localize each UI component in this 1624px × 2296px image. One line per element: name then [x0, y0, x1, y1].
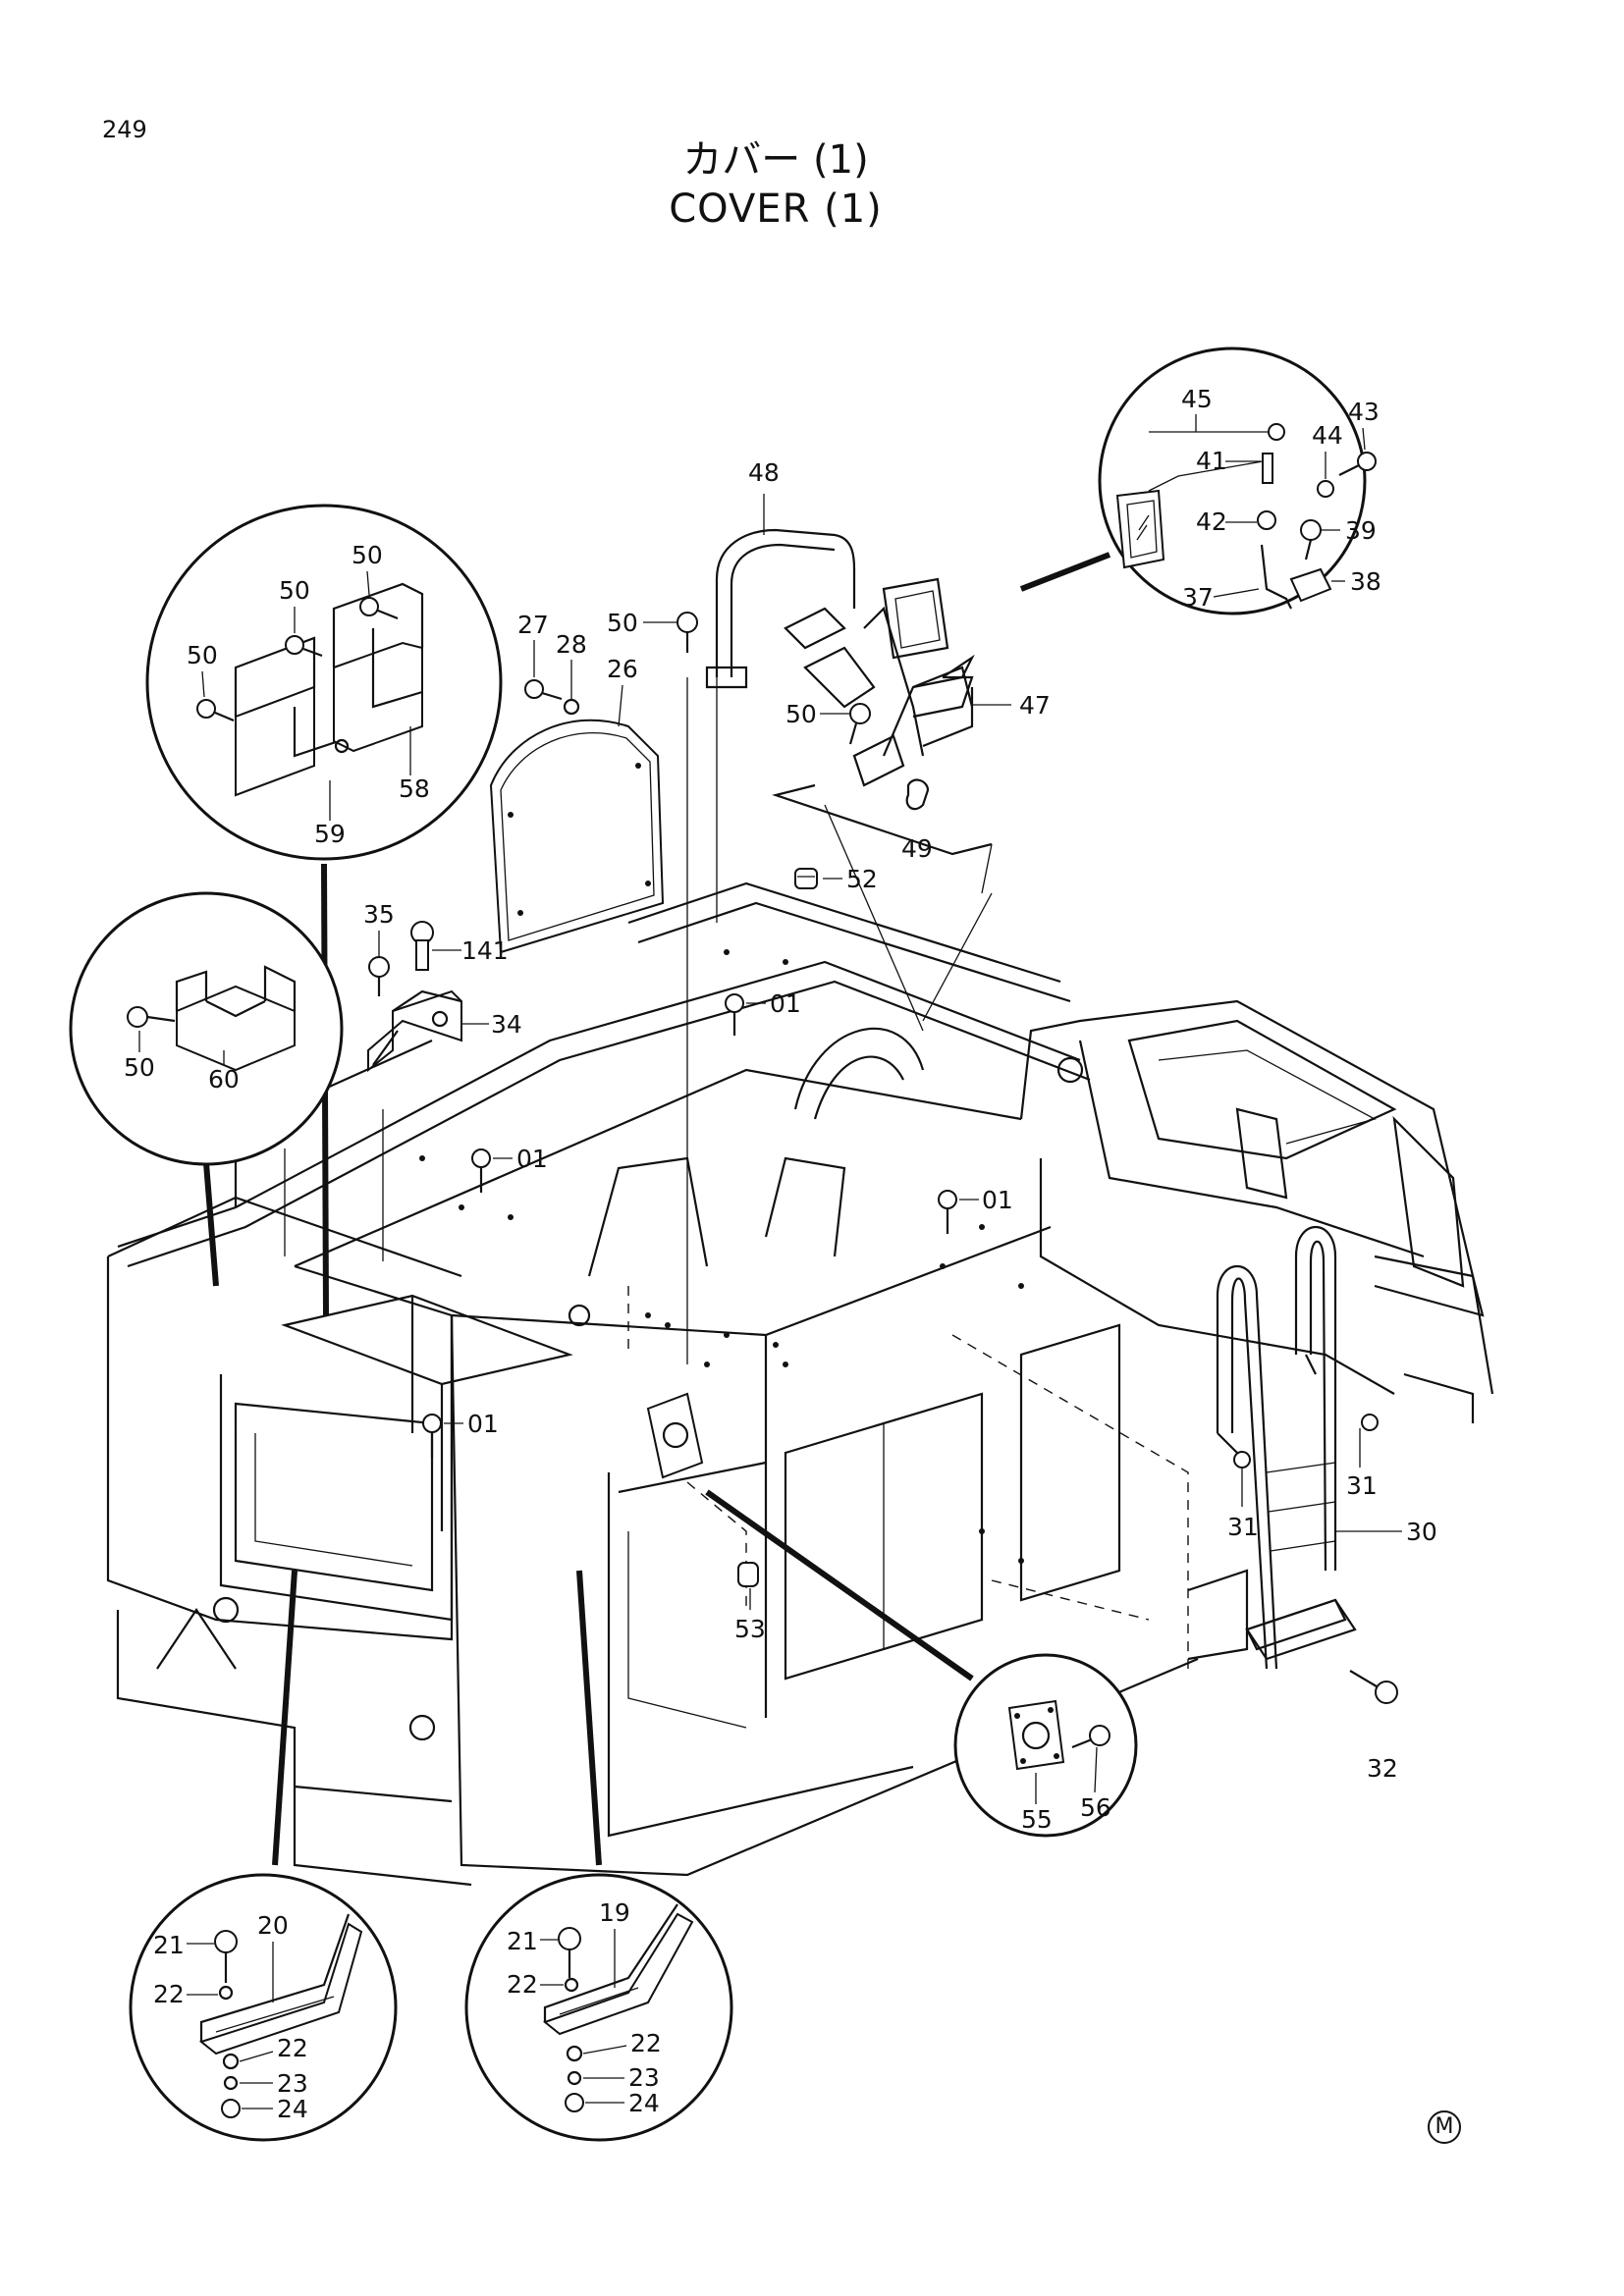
- bolt-icon: [1338, 452, 1377, 476]
- bolt-icon: [285, 635, 323, 658]
- pin-icon: [410, 921, 434, 971]
- detail-step19-circle: 21 19 22 22 23 24: [464, 1570, 733, 2142]
- callout-28: 28: [556, 630, 587, 659]
- detail-label-21-a: 21: [153, 1931, 185, 1959]
- detail-label-50-d: 50: [124, 1053, 155, 1082]
- detail-label-24-a: 24: [277, 2095, 308, 2123]
- callout-01-c: 01: [982, 1186, 1013, 1214]
- detail-label-21-b: 21: [507, 1927, 538, 1955]
- grommet-icon: [737, 1562, 759, 1587]
- bolt-icon: [1071, 1725, 1110, 1749]
- pin-icon: [1233, 1451, 1251, 1468]
- page-number: 249: [102, 116, 147, 143]
- callout-48: 48: [748, 458, 780, 487]
- bolt-icon: [214, 1930, 238, 1983]
- bolt-icon: [558, 1927, 581, 1978]
- bolt-icon: [725, 993, 744, 1036]
- registered-mark: M: [1428, 2110, 1461, 2144]
- callout-141: 141: [461, 936, 509, 965]
- detail-label-19: 19: [599, 1898, 630, 1927]
- callout-52: 52: [846, 865, 878, 893]
- bolt-icon: [471, 1148, 491, 1193]
- detail-label-60: 60: [208, 1065, 240, 1094]
- title-english: COVER (1): [669, 187, 883, 232]
- detail-plate-circle: 55 56: [646, 1392, 1138, 1838]
- bolt-icon: [848, 703, 871, 745]
- bolt-icon: [938, 1190, 957, 1234]
- detail-bracket-circle: 50 50 50 58 59: [145, 504, 503, 1316]
- detail-label-24-b: 24: [628, 2089, 660, 2117]
- bolt-icon: [524, 679, 563, 701]
- bracket-34: [367, 989, 462, 1073]
- detail-label-58: 58: [399, 774, 430, 803]
- detail-label-39: 39: [1345, 516, 1377, 545]
- detail-label-59: 59: [314, 820, 346, 848]
- bolt-icon: [359, 597, 399, 620]
- callout-47: 47: [1019, 691, 1051, 720]
- main-callouts: 48 50 27 28 26 50 47 49 52 35: [363, 458, 1437, 1783]
- detail-label-50-b: 50: [279, 576, 310, 605]
- nut-icon: [221, 2099, 241, 2118]
- side-panel-26: [489, 719, 665, 954]
- detail-step20-circle: 21 20 22 22 23 24: [129, 1570, 398, 2142]
- pin-icon: [1361, 1414, 1379, 1431]
- detail-label-45: 45: [1181, 385, 1213, 413]
- callout-50-top: 50: [607, 609, 638, 637]
- detail-label-50-c: 50: [187, 641, 218, 669]
- callout-01-d: 01: [467, 1410, 499, 1438]
- detail-label-23-b: 23: [628, 2063, 660, 2092]
- detail-mirror-circle: 45 43 44 41 42 39 38 37: [1019, 347, 1381, 615]
- callout-26: 26: [607, 655, 638, 683]
- callout-30: 30: [1406, 1518, 1437, 1546]
- detail-label-56: 56: [1080, 1793, 1111, 1822]
- detail-label-55: 55: [1021, 1805, 1053, 1834]
- title-japanese: カバー (1): [682, 137, 869, 183]
- nut-icon: [1268, 423, 1285, 441]
- nut-icon: [1317, 480, 1334, 498]
- grommet-icon: [794, 868, 818, 889]
- callout-32: 32: [1367, 1754, 1398, 1783]
- detail-label-37: 37: [1182, 583, 1214, 612]
- callout-50-mid: 50: [785, 700, 817, 728]
- callout-49: 49: [901, 834, 933, 863]
- detail-label-20: 20: [257, 1911, 289, 1940]
- detail-bracket60-circle: 50 60: [69, 891, 344, 1287]
- bolt-icon: [127, 1006, 176, 1028]
- callout-34: 34: [491, 1010, 522, 1039]
- detail-label-44: 44: [1312, 421, 1343, 450]
- machine-body: [106, 677, 1494, 1887]
- bolt-icon: [196, 699, 235, 722]
- callout-31-left: 31: [1227, 1513, 1259, 1541]
- nut-icon: [565, 2093, 584, 2112]
- bolt-icon: [422, 1414, 442, 1458]
- bolt-icon: [677, 612, 698, 653]
- detail-label-41: 41: [1196, 447, 1227, 475]
- callout-01-a: 01: [770, 989, 801, 1018]
- detail-label-22-b: 22: [277, 2034, 308, 2062]
- bolt-icon: [368, 956, 390, 996]
- callout-31-right: 31: [1346, 1471, 1378, 1500]
- detail-label-22-a: 22: [153, 1980, 185, 2008]
- callout-35: 35: [363, 900, 395, 929]
- callout-27: 27: [517, 611, 549, 639]
- detail-label-43: 43: [1348, 398, 1380, 426]
- ladder-30: [1216, 1226, 1347, 1670]
- bolt-icon: [1349, 1670, 1398, 1704]
- detail-label-50-a: 50: [352, 541, 383, 569]
- detail-label-22-c: 22: [507, 1970, 538, 1999]
- detail-label-38: 38: [1350, 567, 1381, 596]
- detail-label-42: 42: [1196, 507, 1227, 536]
- detail-label-22-d: 22: [630, 2029, 662, 2057]
- callout-01-b: 01: [516, 1145, 548, 1173]
- detail-label-23-a: 23: [277, 2069, 308, 2098]
- callout-53: 53: [734, 1615, 766, 1643]
- handrail-assembly: [705, 528, 993, 1032]
